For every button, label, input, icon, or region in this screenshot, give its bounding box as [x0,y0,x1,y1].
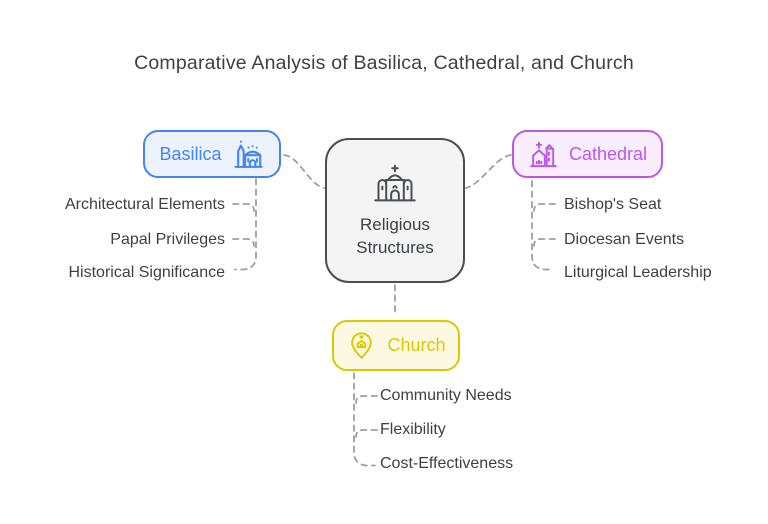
node-religious-structures: Religious Structures [325,138,465,283]
node-church: Church [332,320,460,371]
connector-basilica-to-center [283,154,325,189]
church-node-label: Church [387,335,446,355]
sub-label-flexibility: Flexibility [380,421,446,438]
center-node-label: Religious Structures [356,215,434,257]
sub-label-historical-significance: Historical Significance [68,264,225,281]
connector-basilica-item2 [232,238,255,247]
connector-church-item1 [355,395,378,404]
sub-label-community-needs: Community Needs [380,387,512,404]
sub-label-cost-effectiveness: Cost-Effectiveness [380,455,514,472]
cathedral-node-label: Cathedral [568,143,648,164]
church-location-pin-icon [346,330,377,361]
node-basilica: Basilica [143,130,281,178]
connector-basilica-trunk [234,178,257,271]
religious-building-icon [368,163,422,207]
sub-label-bishops-seat: Bishop's Seat [564,196,662,213]
sub-label-liturgical-leadership: Liturgical Leadership [564,264,712,281]
cathedral-cross-tower-icon [528,139,559,170]
connector-cathedral-item2 [533,238,556,247]
connector-basilica-item1 [232,203,255,212]
connector-church-item2 [355,429,378,438]
connector-church-trunk [353,372,376,467]
node-cathedral: Cathedral [512,130,663,178]
sub-label-diocesan-events: Diocesan Events [564,231,685,248]
basilica-towers-icon [232,138,265,171]
diagram-title: Comparative Analysis of Basilica, Cathed… [134,52,634,74]
sub-label-architectural-elements: Architectural Elements [64,196,225,213]
sub-label-papal-privileges: Papal Privileges [110,231,225,248]
connector-cathedral-trunk [531,180,554,271]
connector-cathedral-to-center [465,154,512,189]
connector-cathedral-item1 [533,203,556,212]
basilica-node-label: Basilica [159,143,222,164]
